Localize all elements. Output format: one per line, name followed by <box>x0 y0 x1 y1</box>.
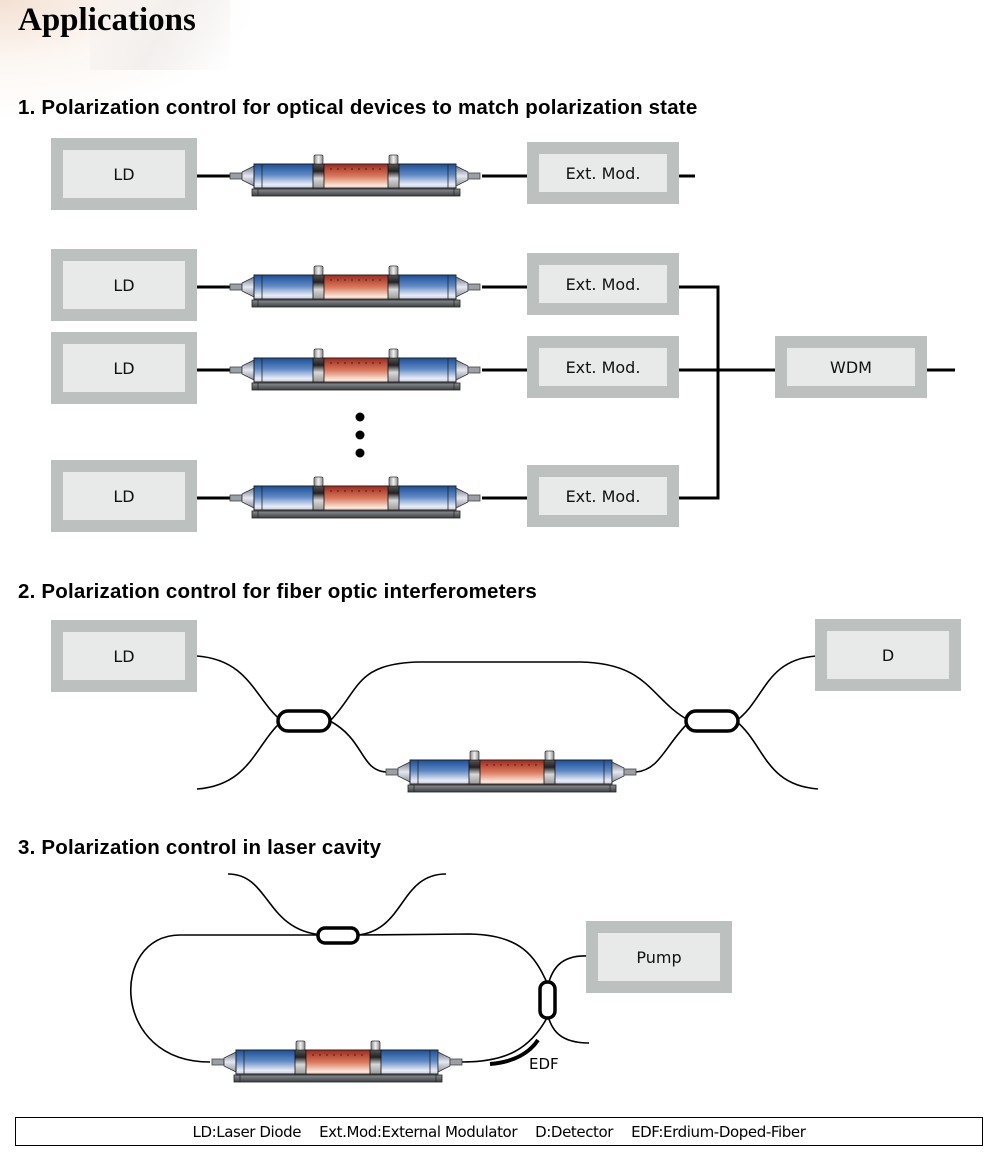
legend-item-edf: EDF:Erdium-Doped-Fiber <box>631 1122 806 1141</box>
page-title: Applications <box>18 2 196 38</box>
external-modulator-box: Ext. Mod. <box>527 142 679 204</box>
wdm-label: WDM <box>787 348 915 386</box>
external-modulator-label: Ext. Mod. <box>539 348 667 386</box>
pump-box: Pump <box>586 921 732 993</box>
edf-label: EDF <box>529 1055 559 1073</box>
polarization-controller-icon <box>385 750 637 793</box>
external-modulator-box: Ext. Mod. <box>527 253 679 315</box>
wdm-coupler-icon <box>538 980 557 1020</box>
detector-label: D <box>827 631 949 679</box>
legend-item-ext-mod: Ext.Mod:External Modulator <box>319 1122 518 1141</box>
laser-diode-label: LD <box>63 150 185 198</box>
legend-item-detector: D:Detector <box>535 1122 614 1141</box>
fiber-coupler-icon <box>684 709 740 733</box>
fiber-coupler-icon <box>276 709 332 733</box>
background-glow-streak <box>90 0 230 70</box>
edf-fiber-segment <box>489 1038 540 1066</box>
external-modulator-box: Ext. Mod. <box>527 465 679 527</box>
legend-item-ld: LD:Laser Diode <box>192 1122 302 1141</box>
legend: LD:Laser Diode Ext.Mod:External Modulato… <box>15 1117 983 1146</box>
section3-fibers <box>129 873 590 1063</box>
section-title-3: 3. Polarization control in laser cavity <box>18 836 382 859</box>
polarization-controller-icon <box>229 476 481 519</box>
fiber-coupler-icon <box>316 926 360 945</box>
pump-label: Pump <box>598 933 720 981</box>
laser-diode-box: LD <box>51 620 197 692</box>
external-modulator-label: Ext. Mod. <box>539 154 667 192</box>
laser-diode-label: LD <box>63 344 185 392</box>
laser-diode-box: LD <box>51 249 197 321</box>
polarization-controller-icon <box>229 265 481 308</box>
external-modulator-label: Ext. Mod. <box>539 477 667 515</box>
external-modulator-label: Ext. Mod. <box>539 265 667 303</box>
section-title-1: 1. Polarization control for optical devi… <box>18 96 698 119</box>
polarization-controller-icon <box>229 154 481 197</box>
laser-diode-box: LD <box>51 138 197 210</box>
laser-diode-label: LD <box>63 261 185 309</box>
section2-fibers <box>196 655 819 790</box>
polarization-controller-icon <box>229 348 481 391</box>
laser-diode-box: LD <box>51 460 197 532</box>
laser-diode-label: LD <box>63 632 185 680</box>
section-title-2: 2. Polarization control for fiber optic … <box>18 580 538 603</box>
wdm-box: WDM <box>775 336 927 398</box>
ellipsis-dots-icon <box>355 412 365 458</box>
polarization-controller-icon <box>211 1040 463 1083</box>
section1-multi-chain-fibers <box>196 285 955 500</box>
external-modulator-box: Ext. Mod. <box>527 336 679 398</box>
laser-diode-box: LD <box>51 332 197 404</box>
laser-diode-label: LD <box>63 472 185 520</box>
detector-box: D <box>815 619 961 691</box>
